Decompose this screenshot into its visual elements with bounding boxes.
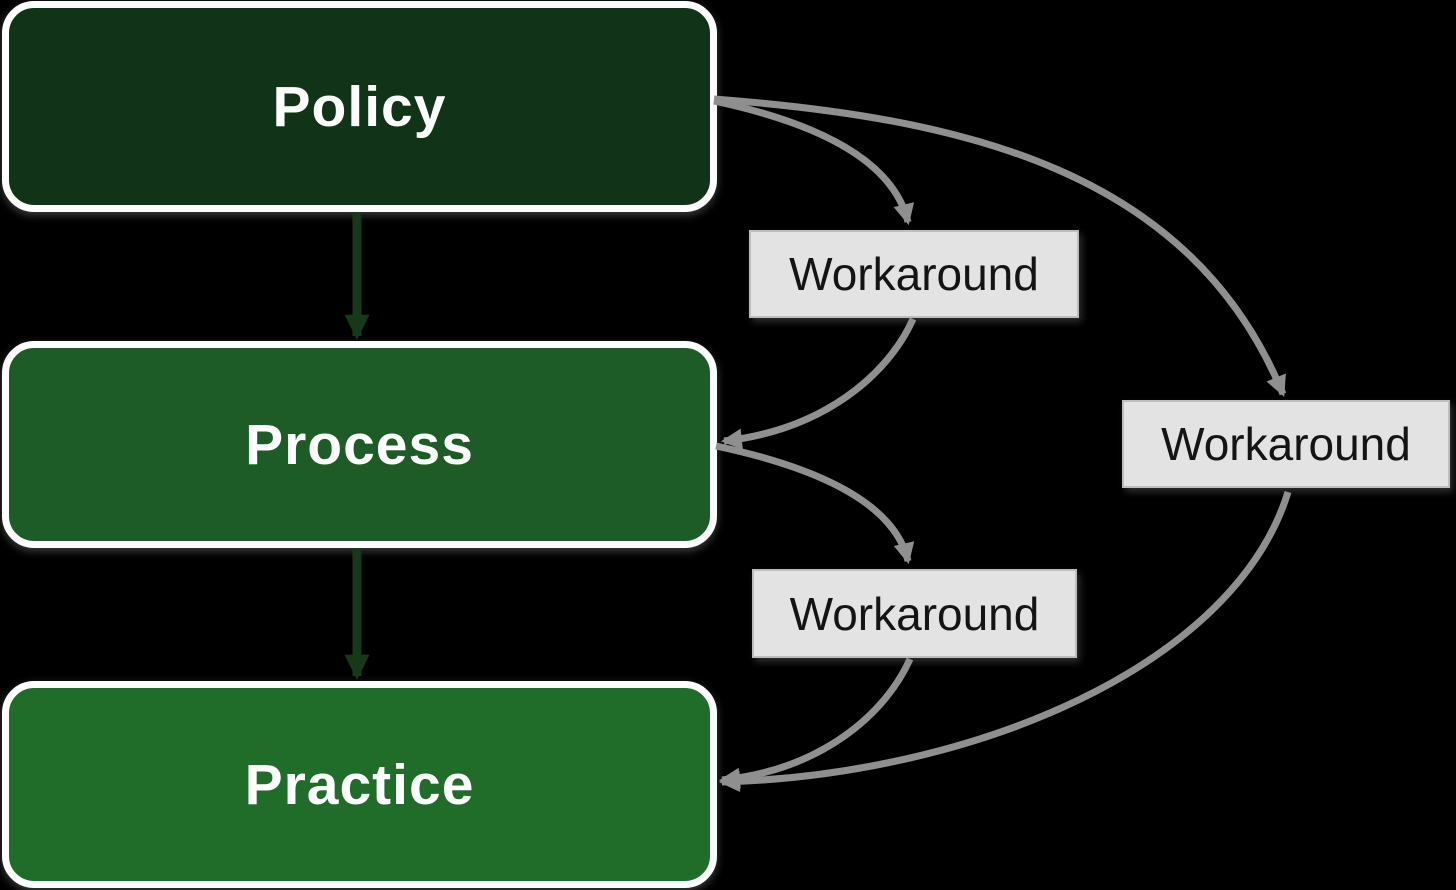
workaround-label-right: Workaround (1122, 400, 1450, 488)
workaround-label-top-text: Workaround (789, 248, 1039, 300)
node-policy: Policy (2, 1, 717, 212)
workaround-label-right-text: Workaround (1161, 418, 1411, 470)
workaround-label-middle: Workaround (752, 569, 1077, 658)
node-practice: Practice (2, 681, 717, 888)
node-process-label: Process (245, 412, 474, 477)
workaround-label-middle-text: Workaround (789, 587, 1040, 640)
node-policy-label: Policy (272, 74, 447, 139)
process-to-workaround-middle-arrow (715, 442, 915, 565)
node-practice-label: Practice (244, 752, 475, 817)
policy-to-workaround-top-arrow (713, 97, 915, 226)
workaround-middle-to-practice-arrow (718, 657, 914, 789)
workaround-label-top: Workaround (749, 230, 1079, 318)
node-process: Process (2, 341, 717, 548)
workaround-top-to-process-arrow (720, 317, 917, 450)
